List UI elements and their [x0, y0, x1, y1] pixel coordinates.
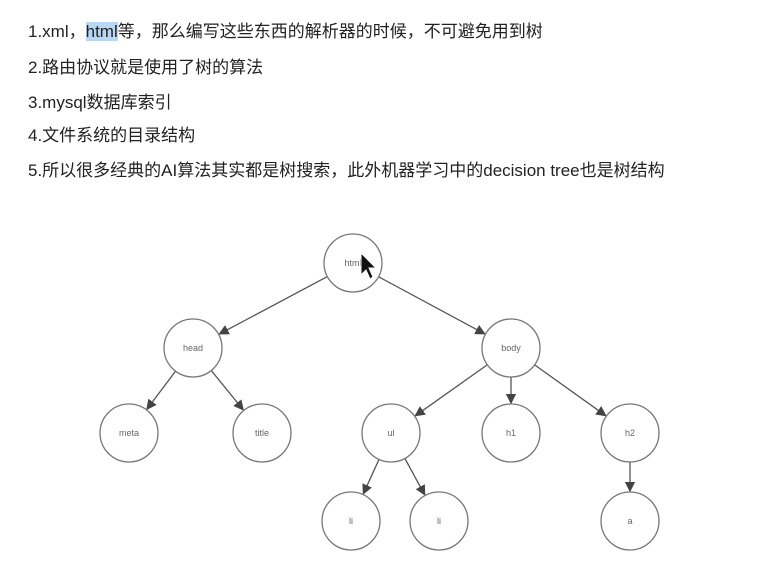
list-item-2: 2.路由协议就是使用了树的算法 [28, 58, 264, 77]
tree-node-title: title [232, 403, 292, 463]
tree-node-a: a [600, 491, 660, 551]
node-circle [481, 318, 541, 378]
node-circle [163, 318, 223, 378]
node-circle [99, 403, 159, 463]
tree-edge-ul-li2 [404, 458, 426, 496]
tree-node-meta: meta [99, 403, 159, 463]
node-label: ul [387, 428, 394, 438]
tree-node-head: head [163, 318, 223, 378]
node-label: li [437, 516, 441, 526]
tree-edge-html-body [378, 276, 486, 335]
tree-node-h1: h1 [481, 403, 541, 463]
tree-node-h2: h2 [600, 403, 660, 463]
tree-edge-body-h2 [534, 364, 607, 417]
node-circle [600, 491, 660, 551]
node-label: head [183, 343, 203, 353]
list-item-4: 4.文件系统的目录结构 [28, 126, 196, 145]
item-prefix: 1.xml， [28, 22, 86, 41]
node-label: title [255, 428, 269, 438]
tree-node-li1: li [321, 491, 381, 551]
list-item-3: 3.mysql数据库索引 [28, 93, 172, 112]
node-label: a [627, 516, 632, 526]
node-label: li [349, 516, 353, 526]
item-rest: 等，那么编写这些东西的解析器的时候，不可避免用到树 [117, 22, 543, 41]
list-item-1: 1.xml，html等，那么编写这些东西的解析器的时候，不可避免用到树 [28, 17, 543, 42]
tree-edge-ul-li1 [362, 459, 380, 495]
tree-edge-html-head [218, 276, 328, 335]
list-item-5: 5.所以很多经典的AI算法其实都是树搜索，此外机器学习中的decision tr… [28, 161, 665, 180]
node-label: html [344, 258, 361, 268]
mouse-cursor-icon [360, 251, 378, 280]
selected-text[interactable]: html [85, 22, 118, 41]
tree-node-ul: ul [361, 403, 421, 463]
node-circle [600, 403, 660, 463]
tree-edge-body-ul [414, 364, 488, 417]
tree-edge-head-meta [146, 370, 177, 411]
node-label: body [501, 343, 521, 353]
node-circle [321, 491, 381, 551]
tree-node-li2: li [409, 491, 469, 551]
node-label: h1 [506, 428, 516, 438]
node-label: h2 [625, 428, 635, 438]
node-circle [361, 403, 421, 463]
node-label: meta [119, 428, 139, 438]
node-circle [323, 233, 383, 293]
node-circle [232, 403, 292, 463]
tree-edge-head-title [210, 370, 244, 411]
tree-node-html: html [323, 233, 383, 293]
node-circle [481, 403, 541, 463]
tree-node-body: body [481, 318, 541, 378]
node-circle [409, 491, 469, 551]
